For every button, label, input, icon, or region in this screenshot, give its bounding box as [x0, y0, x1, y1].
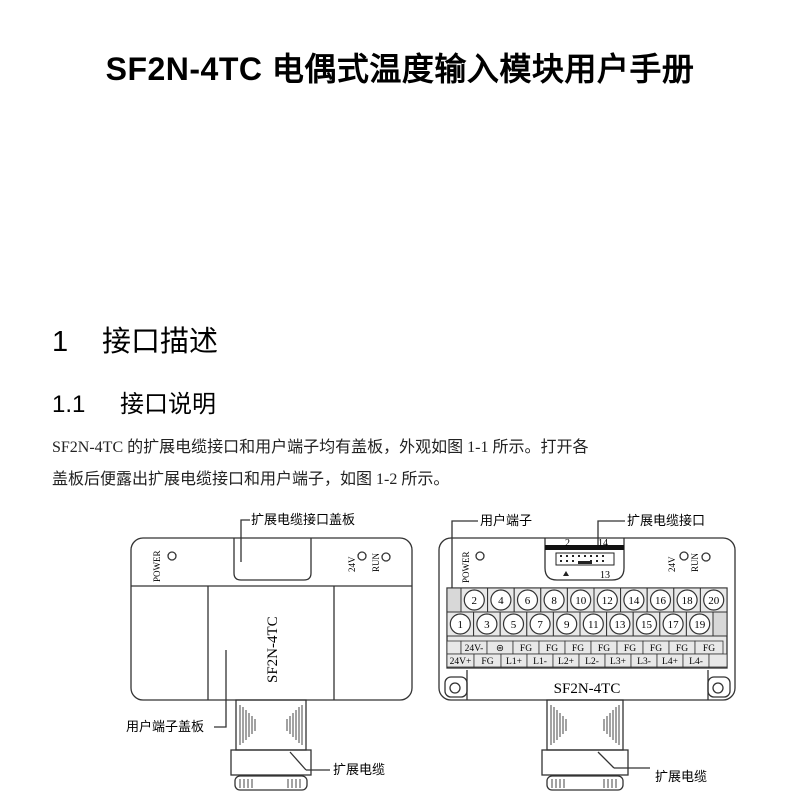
terminal-number: 19 [694, 619, 706, 631]
terminal-label: L3- [637, 657, 651, 667]
terminal-label: 24V+ [450, 657, 472, 667]
document-title: SF2N-4TC 电偶式温度输入模块用户手册 [105, 51, 695, 87]
port-pin-14: 14 [598, 538, 608, 549]
terminal-label: L4+ [662, 657, 678, 667]
terminal-screw [623, 589, 645, 611]
terminal-number: 4 [498, 595, 504, 607]
terminal-label: FG [676, 644, 688, 654]
terminal-label: 24V- [465, 644, 484, 654]
led-power-label: POWER [152, 551, 162, 583]
terminal-screw [609, 613, 631, 635]
terminal-screw [463, 589, 485, 611]
terminal-screw [516, 589, 539, 611]
terminal-screw [662, 613, 684, 635]
terminal-screw [596, 589, 618, 611]
terminal-screw [543, 589, 565, 611]
terminal-number: 5 [511, 619, 517, 631]
terminal-label: L1- [533, 657, 547, 667]
terminal-number: 10 [575, 595, 587, 607]
terminal-screw [703, 589, 725, 611]
terminal-label: L3+ [610, 657, 626, 667]
terminal-screw [556, 613, 578, 635]
model-label-left: SF2N-4TC [265, 616, 281, 683]
terminal-label: FG [650, 644, 662, 654]
expansion-port: 2 14 13 [545, 538, 624, 581]
terminal-number: 12 [602, 595, 613, 607]
terminal-blank [446, 587, 462, 613]
model-label-right: SF2N-4TC [554, 681, 621, 697]
terminal-screw [529, 613, 551, 635]
terminal-screw [570, 589, 592, 611]
terminal-number: 2 [472, 595, 478, 607]
section-heading: 1 接口描述 [52, 318, 218, 360]
terminal-label: FG [546, 644, 558, 654]
section-title: 接口描述 [102, 326, 219, 358]
section-number: 1 [52, 326, 69, 358]
terminal-label: FG [598, 644, 610, 654]
led-run-label: RUN [690, 552, 700, 572]
subsection-number: 1.1 [52, 391, 86, 418]
terminal-screw [490, 589, 512, 611]
terminal-number: 1 [458, 619, 464, 631]
terminal-number: 13 [614, 619, 626, 631]
callout-user-terminal: 用户端子 [480, 513, 532, 528]
terminal-label: FG [624, 644, 636, 654]
terminal-number: 15 [641, 619, 653, 631]
led-power-label: POWER [461, 552, 471, 584]
body-paragraph: SF2N-4TC 的扩展电缆接口和用户端子均有盖板，外观如图 1-1 所示。打开… [52, 432, 762, 496]
terminal-number: 7 [537, 619, 543, 631]
callout-expansion-port: 扩展电缆接口 [627, 513, 705, 528]
terminal-label: ⊜ [496, 644, 504, 654]
terminal-screw [582, 613, 604, 635]
callout-cable-right: 扩展电缆 [655, 769, 707, 784]
terminal-number: 18 [682, 595, 694, 607]
terminal-label-cell [446, 640, 462, 655]
terminal-screw [502, 613, 525, 635]
terminal-number: 9 [564, 619, 570, 631]
callout-port-cover: 扩展电缆接口盖板 [251, 512, 355, 527]
terminal-number: 20 [708, 595, 720, 607]
terminal-label: L2+ [558, 657, 574, 667]
figure-area: 扩展电缆接口盖板 用户端子盖板 扩展电缆 POWER 24V RUN SF2N-… [126, 512, 736, 791]
callout-terminal-cover: 用户端子盖板 [126, 719, 204, 734]
subsection-heading: 1.1 接口说明 [52, 384, 216, 419]
terminal-label: FG [703, 644, 715, 654]
terminal-label: L2- [585, 657, 599, 667]
module-closed-diagram [130, 519, 413, 791]
led-24v-label: 24V [667, 556, 677, 572]
port-pin-13: 13 [600, 570, 610, 581]
cable-stripes-left [239, 705, 303, 788]
terminal-number: 16 [655, 595, 667, 607]
terminal-screw [449, 613, 471, 635]
terminal-label: L1+ [506, 657, 522, 667]
terminal-label: FG [572, 644, 584, 654]
terminal-screw [649, 589, 672, 611]
subsection-title: 接口说明 [120, 391, 216, 418]
terminal-number: 14 [628, 595, 640, 607]
led-run-label: RUN [371, 552, 381, 572]
callout-cable-left: 扩展电缆 [333, 762, 385, 777]
terminal-number: 6 [525, 595, 531, 607]
cable-stripes-right [550, 705, 620, 788]
paragraph-line: 盖板后便露出扩展电缆接口和用户端子，如图 1-2 所示。 [52, 471, 450, 488]
terminal-number: 3 [484, 619, 490, 631]
port-pin-2: 2 [565, 538, 570, 549]
terminal-number: 11 [588, 619, 599, 631]
led-24v-label: 24V [347, 556, 357, 572]
terminal-screw [476, 613, 498, 635]
terminal-label: L4- [689, 657, 703, 667]
terminal-screw [635, 613, 658, 635]
terminal-label: FG [520, 644, 532, 654]
terminal-blank [712, 611, 728, 637]
terminal-number: 17 [668, 619, 680, 631]
terminal-screw [689, 613, 711, 635]
terminal-label: FG [481, 657, 493, 667]
terminal-screw [676, 589, 698, 611]
paragraph-line: SF2N-4TC 的扩展电缆接口和用户端子均有盖板，外观如图 1-1 所示。打开… [52, 439, 589, 456]
terminal-label-cell [708, 653, 728, 668]
terminal-number: 8 [551, 595, 557, 607]
